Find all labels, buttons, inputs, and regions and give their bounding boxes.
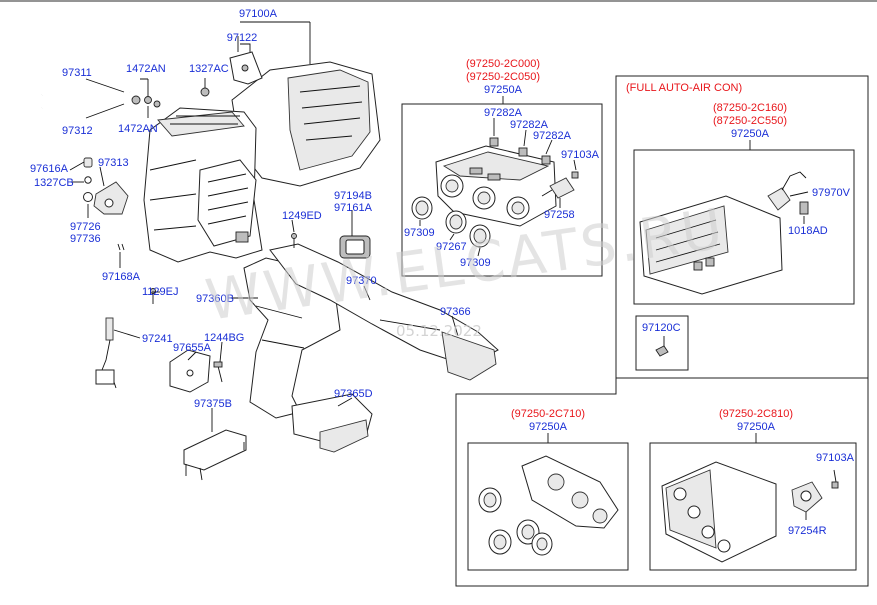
panel-d-variant: (97250-2C810) — [719, 408, 793, 420]
panel-lower-group: (97250-2C710) 97250A (97250-2C810) 97250… — [455, 378, 869, 587]
panel-auto-title: (FULL AUTO-AIR CON) — [626, 82, 742, 94]
label-1472AN-top: 1472AN — [126, 63, 166, 75]
label-97375B: 97375B — [194, 398, 232, 410]
panel-a-assembly-label: 97250A — [484, 84, 523, 96]
panel-a-variant-1: (97250-2C000) — [466, 58, 540, 70]
lower-outer-box — [455, 378, 869, 587]
label-97726: 97726 — [70, 221, 101, 233]
panel-c-box — [467, 442, 629, 571]
label-97365D: 97365D — [334, 388, 373, 400]
part-labels-main: 97100A 97122 97311 1472AN 1327AC 97312 1… — [30, 8, 471, 410]
label-97122: 97122 — [227, 32, 258, 44]
panel-a-variant-2: (97250-2C050) — [466, 71, 540, 83]
label-97267: 97267 — [436, 241, 467, 253]
panel-auto-variant-1: (87250-2C160) — [713, 102, 787, 114]
label-97312: 97312 — [62, 125, 93, 137]
panel-c-assembly-label: 97250A — [529, 421, 568, 433]
label-97194B: 97194B — [334, 190, 372, 202]
label-97161A: 97161A — [334, 202, 373, 214]
label-97258: 97258 — [544, 209, 575, 221]
label-97103A-a: 97103A — [561, 149, 600, 161]
label-1018AD: 1018AD — [788, 225, 828, 237]
panel-auto-assembly-label: 97250A — [731, 128, 770, 140]
label-97309-a: 97309 — [404, 227, 435, 239]
label-1249ED: 1249ED — [282, 210, 322, 222]
panel-c-variant: (97250-2C710) — [511, 408, 585, 420]
panel-d-assembly-label: 97250A — [737, 421, 776, 433]
box-97120C — [635, 315, 689, 371]
panel-a-box — [401, 103, 603, 277]
label-97616A: 97616A — [30, 163, 69, 175]
label-1327AC: 1327AC — [189, 63, 229, 75]
label-97168A: 97168A — [102, 271, 141, 283]
label-97282A-2: 97282A — [510, 119, 549, 131]
mount-plate — [169, 349, 223, 393]
label-97120C: 97120C — [642, 322, 681, 334]
bracket-97375B — [183, 429, 247, 481]
label-97370: 97370 — [346, 275, 377, 287]
label-97309-b: 97309 — [460, 257, 491, 269]
label-1327CB: 1327CB — [34, 177, 74, 189]
panel-auto: (FULL AUTO-AIR CON) (87250-2C160) (87250… — [615, 75, 869, 379]
label-97103A-d: 97103A — [816, 452, 855, 464]
label-97282A-3: 97282A — [533, 130, 572, 142]
panel-a: (97250-2C000) (97250-2C050) 97250A — [401, 58, 603, 277]
label-97366: 97366 — [440, 306, 471, 318]
label-97254R: 97254R — [788, 525, 827, 537]
label-97655A: 97655A — [173, 342, 212, 354]
heater-hoses — [41, 82, 210, 110]
label-1472AN-bottom: 1472AN — [118, 123, 158, 135]
label-97970V: 97970V — [812, 187, 851, 199]
watermark-date: 05.12.2022 — [396, 322, 482, 340]
label-97736: 97736 — [70, 233, 101, 245]
label-1244BG: 1244BG — [204, 332, 244, 344]
label-97360B: 97360B — [196, 293, 234, 305]
panel-auto-variant-2: (87250-2C550) — [713, 115, 787, 127]
leader-lines-main — [69, 21, 459, 432]
small-parts-left — [83, 157, 129, 251]
label-1129EJ: 1129EJ — [142, 286, 179, 298]
label-97100A: 97100A — [239, 8, 278, 20]
label-97311: 97311 — [62, 67, 92, 79]
panel-auto-outer-box — [615, 75, 869, 379]
heater-unit-assembly — [143, 51, 381, 263]
panel-d-box — [649, 442, 857, 571]
label-97241: 97241 — [142, 333, 173, 345]
label-97313: 97313 — [98, 157, 129, 169]
label-97282A-1: 97282A — [484, 107, 523, 119]
air-ducts — [243, 233, 499, 453]
panel-auto-inner-box — [633, 149, 855, 305]
